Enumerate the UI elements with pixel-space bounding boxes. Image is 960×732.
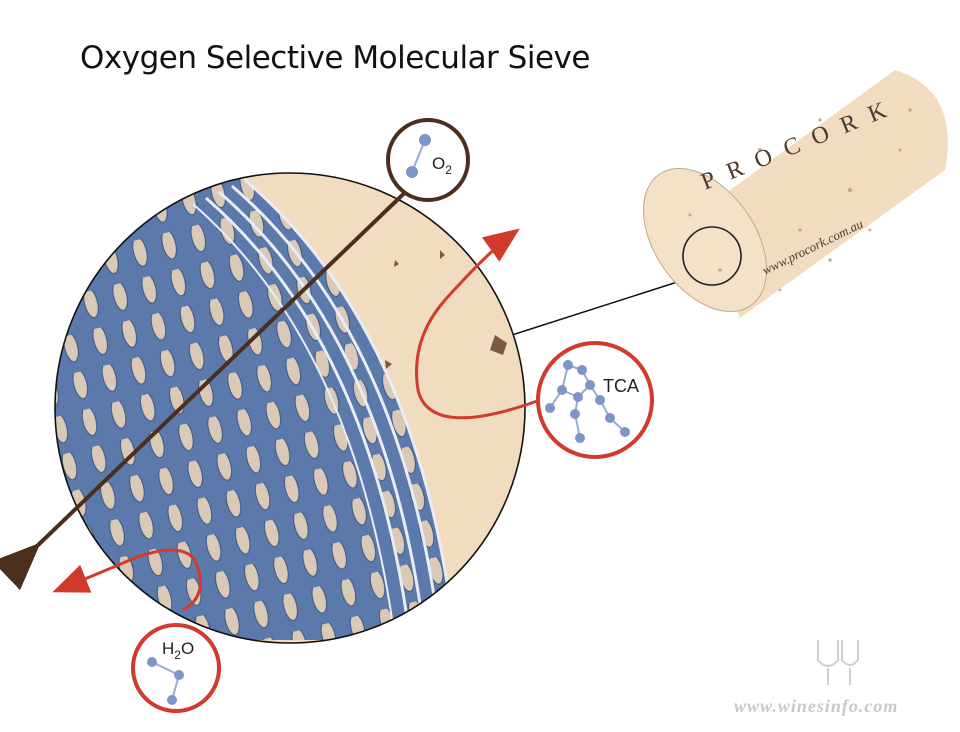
- tca-label: TCA: [603, 376, 639, 396]
- tca-molecule-badge: TCA: [536, 341, 654, 459]
- o2-path: [0, 178, 420, 591]
- diagram-title: Oxygen Selective Molecular Sieve: [80, 40, 590, 76]
- tca-atoms: [545, 360, 630, 443]
- o2-molecule-badge: O2: [386, 118, 470, 202]
- procork-cork: PROCORK www.procork.com.au: [642, 70, 948, 318]
- connector-line: [511, 276, 694, 336]
- h2o-molecule-badge: H2O: [131, 623, 221, 713]
- o2-label: O2: [432, 154, 452, 177]
- h2o-path: [52, 548, 202, 612]
- o2-atom: [406, 166, 418, 178]
- sieve-sphere: [54, 172, 526, 644]
- o2-atom: [419, 134, 431, 146]
- winesinfo-logo: [817, 640, 859, 685]
- tca-path: [415, 228, 541, 420]
- h2o-label: H2O: [162, 639, 194, 662]
- cork-magnifier-circle: [682, 226, 742, 286]
- watermark-text: www.winesinfo.com: [734, 696, 899, 716]
